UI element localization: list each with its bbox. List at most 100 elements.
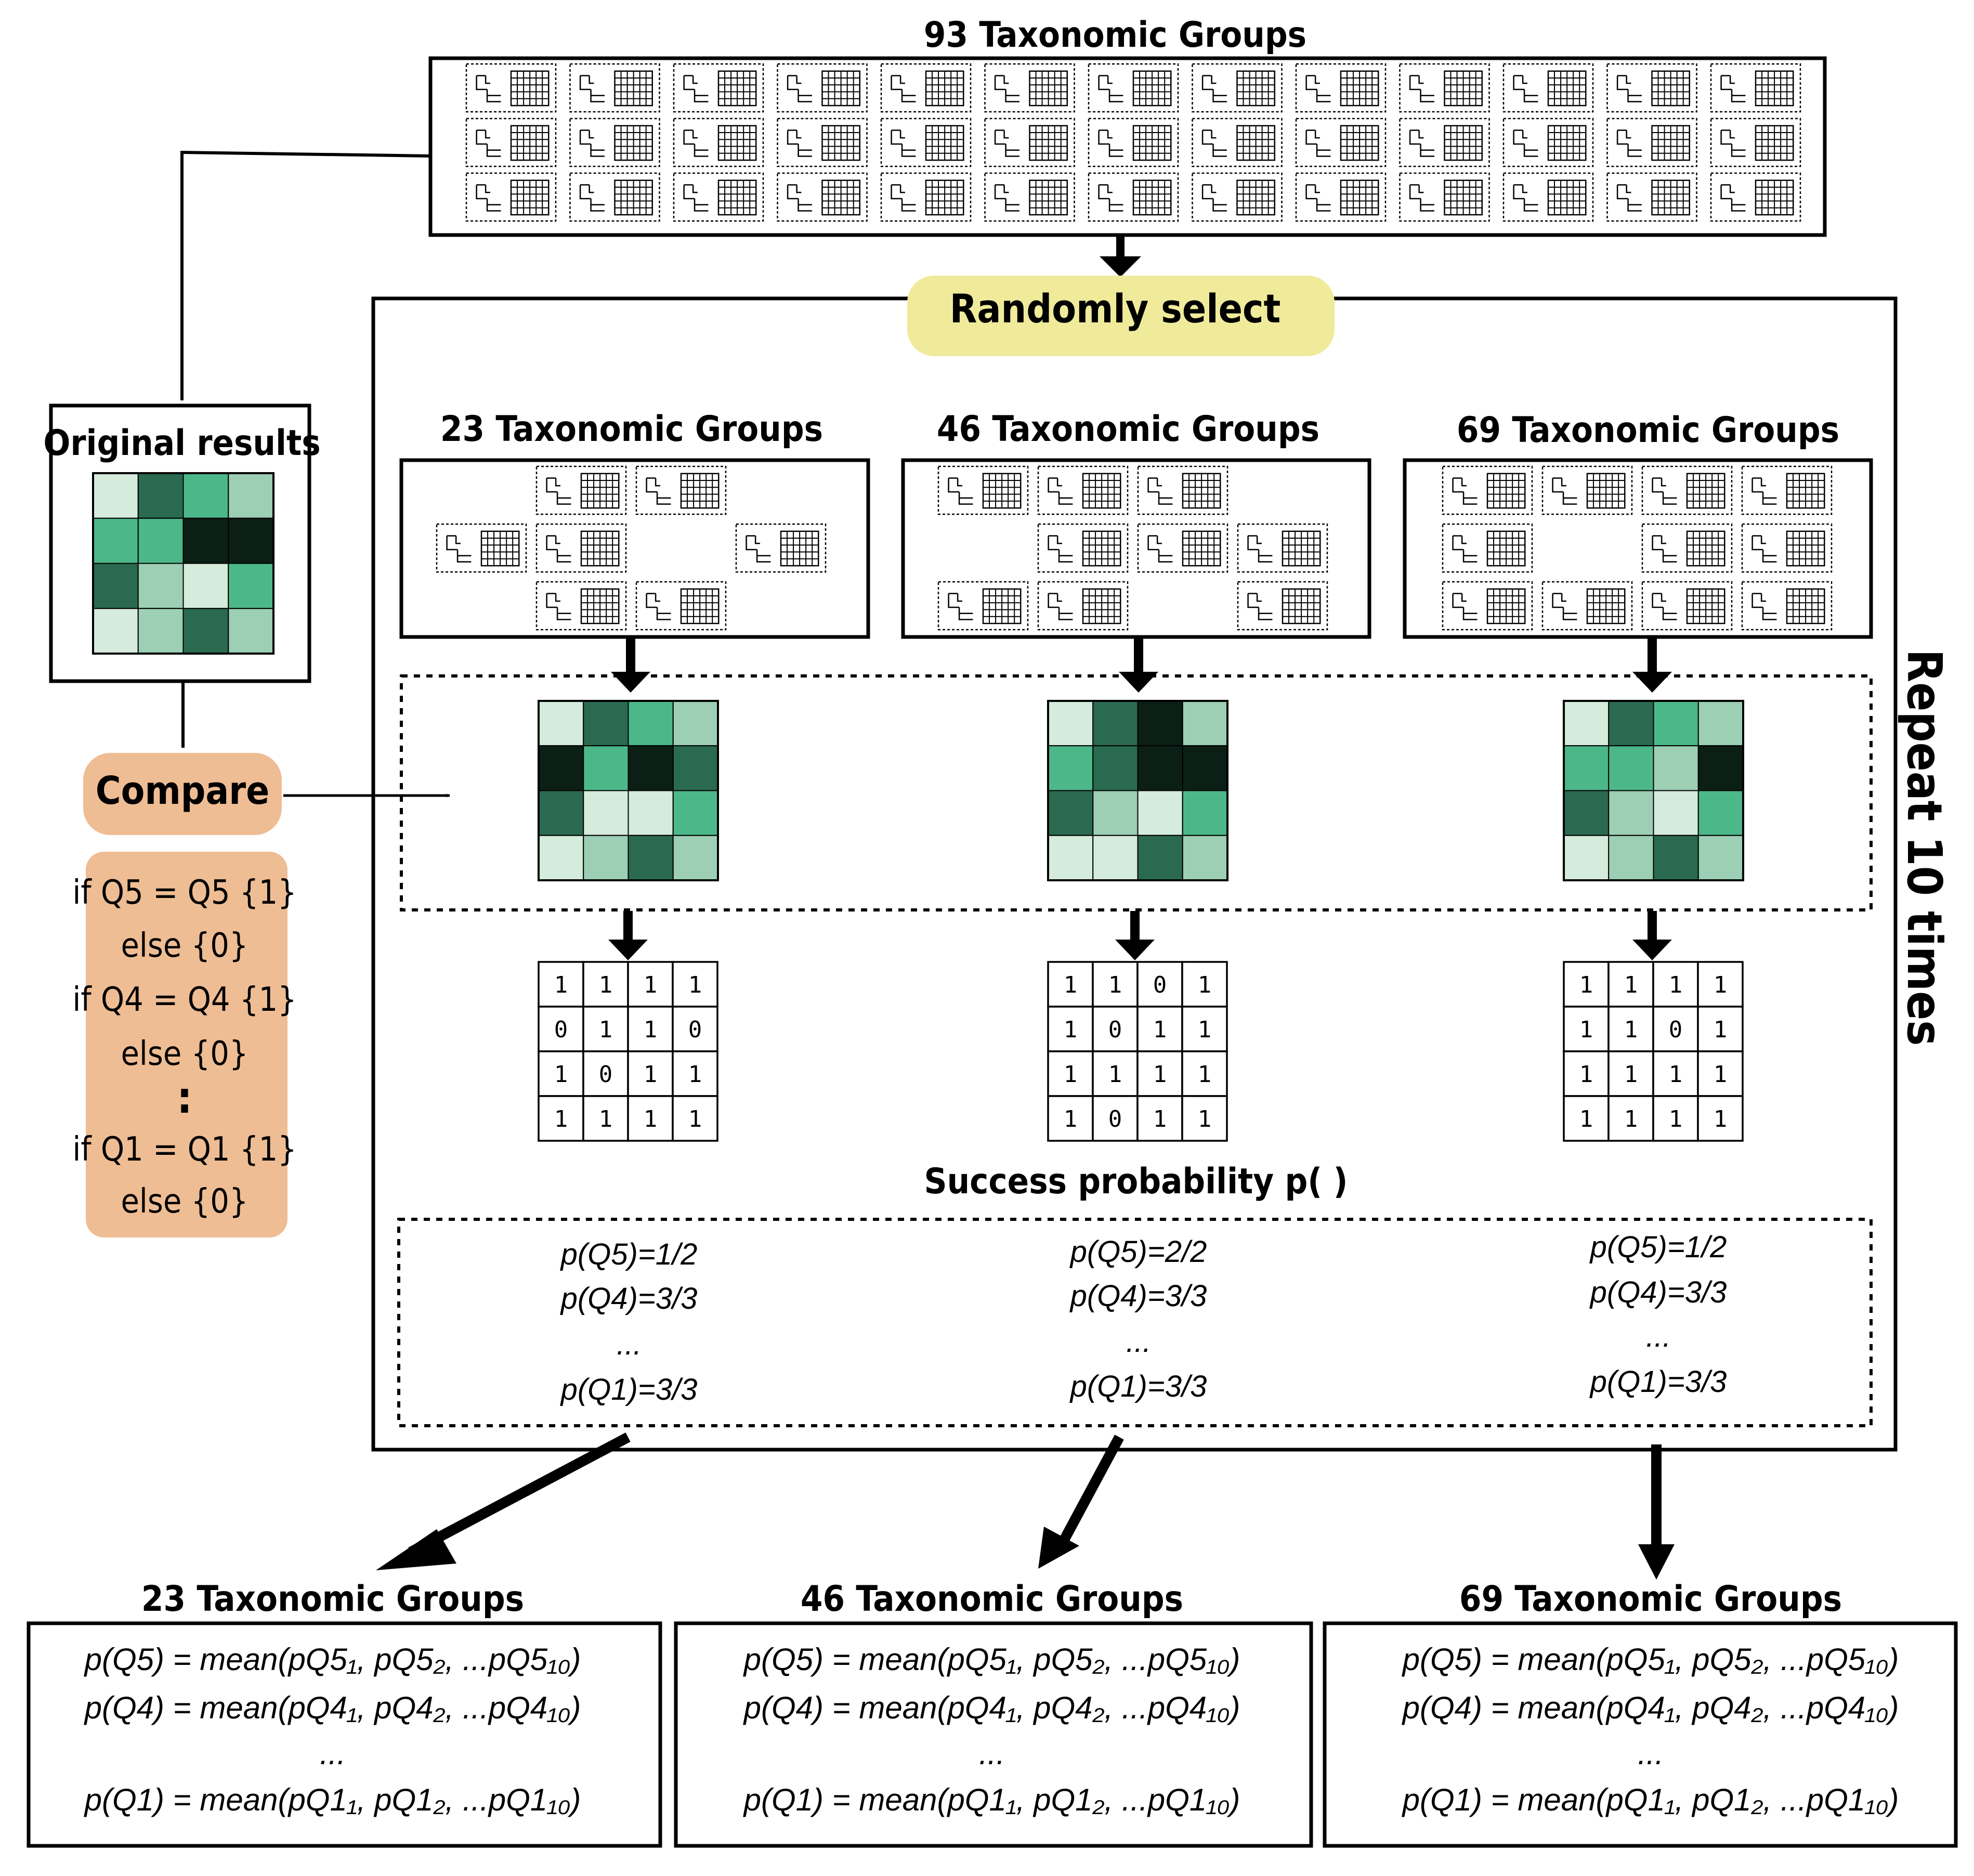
heatmap-cell — [1048, 835, 1094, 881]
heatmap-cell — [538, 835, 584, 881]
sample-box-69 — [1403, 458, 1873, 639]
taxon-group-icon — [1037, 523, 1129, 573]
heatmap-cell — [137, 563, 184, 609]
heatmap-cell — [1137, 745, 1183, 791]
match-cell: 1 — [554, 1061, 568, 1088]
taxon-group-icon — [1442, 465, 1533, 515]
summary-line: ... — [1638, 1736, 1664, 1771]
heatmap-cell — [1563, 745, 1610, 791]
heatmap-cell — [228, 517, 274, 564]
taxon-group-icon — [465, 118, 557, 167]
heatmap-cell — [93, 517, 139, 564]
heatmap-cell — [1608, 700, 1654, 747]
heatmap-cell — [228, 473, 274, 519]
heatmap-cell — [1182, 835, 1228, 881]
probability-line: p(Q5)=1/2 — [560, 1237, 698, 1271]
heatmap-cell — [672, 745, 718, 791]
heatmap-cell — [182, 563, 229, 609]
taxon-group-icon — [635, 581, 727, 631]
sample-heatmaps — [538, 700, 1744, 881]
match-cell: 1 — [1579, 1017, 1593, 1043]
randomly-select-pill — [907, 276, 1335, 356]
taxon-group-icon — [1399, 172, 1490, 222]
summary-line: p(Q4) = mean(pQ4₁, pQ4₂, ...pQ4₁₀) — [743, 1690, 1240, 1725]
heatmap-cell — [182, 473, 229, 519]
summary-box — [674, 1621, 1313, 1848]
taxon-group-icon — [436, 523, 527, 573]
match-cell: 1 — [1064, 1061, 1078, 1088]
match-cell: 1 — [1108, 1061, 1122, 1088]
match-cell: 1 — [1198, 1017, 1212, 1043]
match-cell: 0 — [1108, 1106, 1122, 1132]
repeat-label: Repeat 10 times — [1897, 649, 1952, 1046]
heatmap-cell — [228, 563, 274, 609]
taxon-group-icon — [673, 63, 764, 113]
compare-rule: if Q4 = Q4 {1} — [72, 981, 296, 1019]
match-cell: 1 — [1579, 1061, 1593, 1088]
arrow-select-head-icon — [1100, 256, 1141, 277]
match-cell: 0 — [554, 1017, 568, 1043]
sample-title-23: 23 Taxonomic Groups — [440, 409, 823, 450]
match-cell: 1 — [1579, 1106, 1593, 1132]
match-cell: 1 — [554, 1106, 568, 1132]
heatmap-cell — [672, 700, 718, 747]
probability-line: p(Q4)=3/3 — [1589, 1275, 1727, 1309]
sample-title-69: 69 Taxonomic Groups — [1457, 410, 1839, 451]
top-title: 93 Taxonomic Groups — [924, 15, 1306, 56]
compare-rule: if Q1 = Q1 {1} — [72, 1130, 296, 1169]
match-cell: 1 — [644, 1106, 658, 1132]
taxon-group-icon — [937, 581, 1029, 631]
original-heatmap — [92, 472, 274, 655]
heatmap-cell — [137, 473, 184, 519]
sample-box-46 — [901, 458, 1371, 639]
heatmap-region — [400, 674, 1873, 911]
match-cell: 1 — [688, 1061, 702, 1088]
match-cell: 1 — [1153, 1017, 1167, 1043]
taxon-group-icon — [1710, 172, 1801, 222]
heatmap-cell — [137, 608, 184, 654]
match-cell: 1 — [688, 972, 702, 998]
probability-line: p(Q1)=3/3 — [1589, 1365, 1727, 1399]
probability-line: p(Q1)=3/3 — [1069, 1370, 1207, 1403]
taxon-group-icon — [1502, 172, 1594, 222]
summary-line: p(Q1) = mean(pQ1₁, pQ1₂, ...pQ1₁₀) — [1402, 1782, 1899, 1817]
taxon-group-icon — [1399, 63, 1490, 113]
taxon-group-icon — [569, 63, 660, 113]
taxon-group-icon — [535, 523, 627, 573]
heatmap-cell — [1697, 835, 1744, 881]
randomly-select-label: Randomly select — [950, 285, 1281, 332]
heatmap-cell — [538, 790, 584, 836]
match-cell: 1 — [644, 1061, 658, 1088]
heatmap-cell — [1608, 835, 1654, 881]
taxon-group-icon — [1541, 465, 1633, 515]
summary-line: p(Q1) = mean(pQ1₁, pQ1₂, ...pQ1₁₀) — [743, 1782, 1240, 1817]
summary-line: p(Q4) = mean(pQ4₁, pQ4₂, ...pQ4₁₀) — [84, 1690, 581, 1725]
success-probability-title: Success probability p( ) — [924, 1161, 1348, 1202]
match-cell: 1 — [1064, 972, 1078, 998]
taxon-group-icon — [1295, 63, 1387, 113]
taxon-group-icon — [1741, 523, 1833, 573]
summary-title: 46 Taxonomic Groups — [801, 1579, 1183, 1620]
match-cell: 1 — [1198, 1106, 1212, 1132]
sample-title-46: 46 Taxonomic Groups — [937, 409, 1319, 450]
heatmap-cell — [1092, 835, 1139, 881]
match-cell: 1 — [1198, 1061, 1212, 1088]
match-cell: 1 — [1624, 1106, 1638, 1132]
taxon-group-icon — [1502, 63, 1594, 113]
taxon-group-icon — [1641, 523, 1733, 573]
compare-label: Compare — [96, 768, 270, 813]
taxon-group-icon — [735, 523, 827, 573]
summary-line: p(Q5) = mean(pQ5₁, pQ5₂, ...pQ5₁₀) — [1402, 1642, 1899, 1677]
heatmap-cell — [628, 790, 674, 836]
heatmap-cell — [1048, 790, 1094, 836]
summary-line: p(Q5) = mean(pQ5₁, pQ5₂, ...pQ5₁₀) — [743, 1642, 1240, 1677]
heatmap-cell — [538, 745, 584, 791]
heatmap-cell — [672, 790, 718, 836]
probability-line: p(Q4)=3/3 — [560, 1282, 698, 1315]
match-cell: 0 — [1669, 1017, 1683, 1043]
all-groups-box — [428, 56, 1827, 237]
match-cell: 1 — [599, 1106, 613, 1132]
heatmap-cell — [1092, 700, 1139, 747]
match-cell: 1 — [688, 1106, 702, 1132]
